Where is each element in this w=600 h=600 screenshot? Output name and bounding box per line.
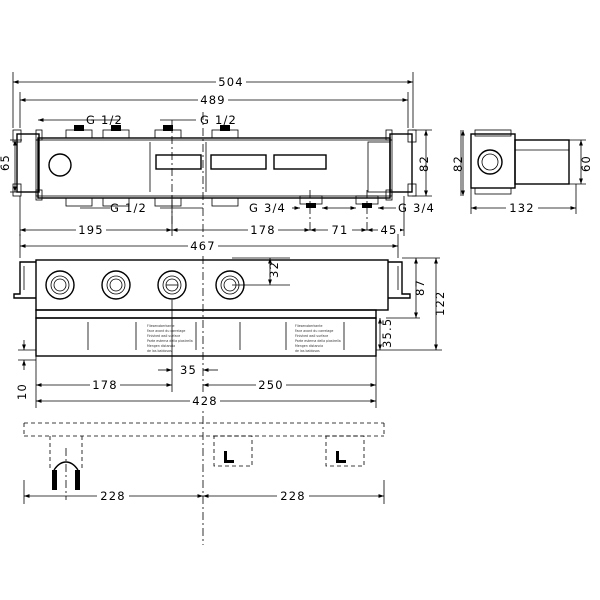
dim-489: 489 [200,93,226,107]
button-icon [48,153,72,177]
wall-label-2-line3: Finished wall surface [295,334,328,338]
dim-82-right: 82 [417,155,431,172]
wall-label-1-line5: Mengen distancia [147,344,175,348]
wall-label-2-line2: Face avant du carrelage [295,329,333,333]
wall-label-1-line6: de las baldosas [147,349,172,353]
knob-2 [101,270,131,300]
wall-label-group-1: Fliesenoberkante Face avant du carrelage… [147,324,193,353]
top-view [12,112,417,545]
dim-10: 10 [15,383,29,400]
dim-65: 65 [0,154,12,171]
wall-label-2-line5: Mengen distancia [295,344,323,348]
dim-g12-bottom: G 1/2 [110,201,147,215]
dim-178-top: 178 [250,223,276,237]
side-port-icon [477,149,503,175]
finished-wall-panel: Fliesenoberkante Face avant du carrelage… [35,317,377,357]
dim-g34-bottom-2: G 3/4 [398,201,435,215]
bottom-view [23,422,385,500]
wall-label-1-line4: Parte esterna della piastrella [147,339,193,343]
dim-g12-top-2: G 1/2 [200,113,237,127]
dim-32: 32 [267,261,281,278]
front-view: 467 [13,234,447,408]
dim-60: 60 [579,155,593,172]
dim-195: 195 [78,223,104,237]
wall-label-1-line2: Face avant du carrelage [147,329,185,333]
dim-228-right: 228 [280,489,306,503]
wall-label-1-line3: Finished wall surface [147,334,180,338]
knob-1 [45,270,75,300]
dim-504: 504 [218,75,244,89]
dim-45: 45 [380,223,397,237]
dim-122: 122 [433,290,447,316]
dim-87: 87 [413,279,427,296]
dim-228-left: 228 [100,489,126,503]
side-view: 82 60 132 [451,129,593,215]
wall-label-group-2: Fliesenoberkante Face avant du carrelage… [295,324,341,353]
knob-3 [157,270,187,300]
top-ports [65,125,239,139]
bottom-ports [65,195,379,208]
wall-label-2-line4: Parte esterna della piastrella [295,339,341,343]
dim-g12-top-1: G 1/2 [86,113,123,127]
dim-250: 250 [258,378,284,392]
wall-label-2-line1: Fliesenoberkante [295,324,322,328]
top-view-dimensions: 504 489 G 1/2 G 1/2 65 82 G 1/2 G 3/4 G … [0,72,435,237]
dim-g34-bottom-1: G 3/4 [249,201,286,215]
wall-label-1-line1: Fliesenoberkante [147,324,174,328]
dim-467: 467 [190,239,216,253]
dim-132: 132 [509,201,535,215]
dim-71: 71 [331,223,348,237]
dim-35: 35 [180,363,197,377]
dim-178-front: 178 [92,378,118,392]
wall-label-2-line6: de las baldosas [295,349,320,353]
dim-82-side: 82 [451,155,465,172]
dim-35-5: 35.5 [380,318,394,348]
dim-428: 428 [192,394,218,408]
bottom-view-dimensions: 228 228 [23,480,385,504]
